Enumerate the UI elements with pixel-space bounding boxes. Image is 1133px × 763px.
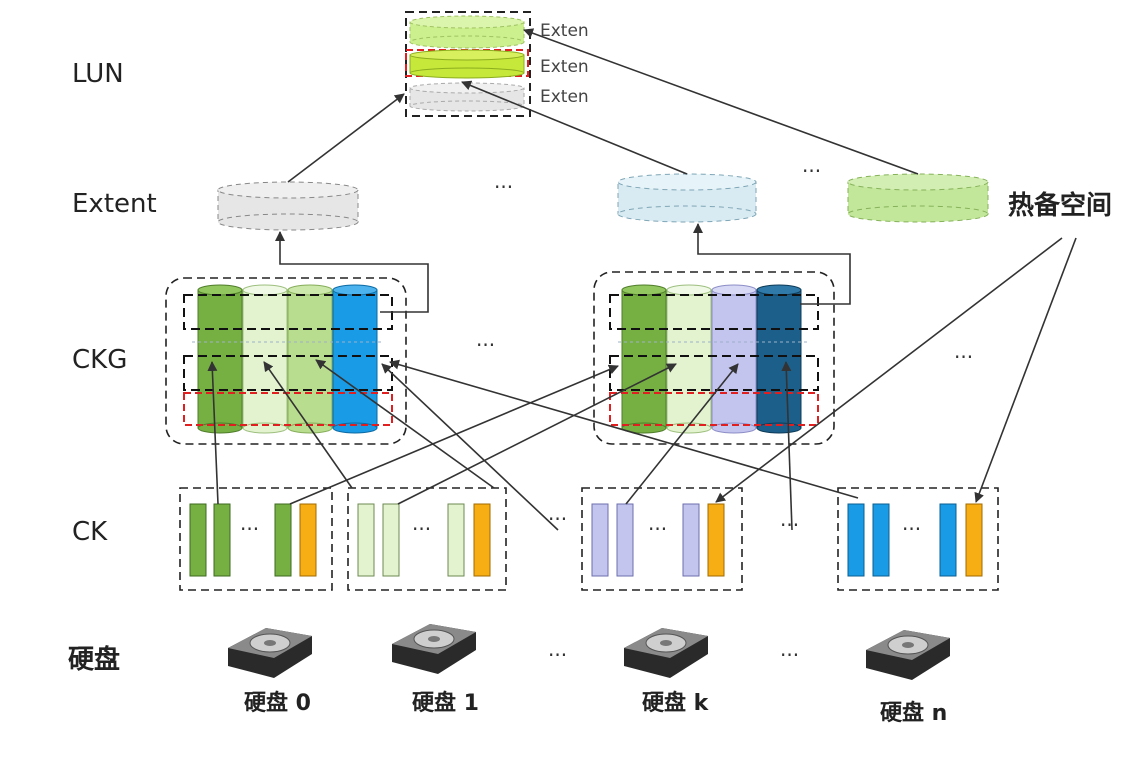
ck-block bbox=[382, 503, 400, 577]
disk-label-n: 硬盘 n bbox=[880, 700, 947, 726]
ck-group-4: ... bbox=[837, 487, 999, 591]
ck-block bbox=[591, 503, 609, 577]
ckg1-column-3 bbox=[287, 284, 333, 434]
row-label-disk: 硬盘 bbox=[68, 644, 120, 675]
ellipsis-disk-1: ... bbox=[548, 637, 567, 661]
disk-icon bbox=[866, 630, 950, 680]
ckg-group-1 bbox=[165, 277, 407, 445]
disk-icon bbox=[392, 624, 476, 674]
lun-extent-3 bbox=[409, 82, 525, 112]
mapping-arrows bbox=[207, 28, 1077, 531]
ckg-group-2 bbox=[593, 271, 835, 445]
ellipsis-ck-between-1: ... bbox=[548, 501, 567, 525]
ck-group-3: ... bbox=[581, 487, 743, 591]
extent-lightblue bbox=[617, 173, 757, 223]
ck-block bbox=[213, 503, 231, 577]
ellipsis-ck: ... bbox=[412, 511, 431, 535]
ck-block bbox=[616, 503, 634, 577]
ck-block bbox=[847, 503, 865, 577]
ck-block bbox=[682, 503, 700, 577]
ck-block-spare bbox=[473, 503, 491, 577]
ck-group-1: ... bbox=[179, 487, 333, 591]
ck-block bbox=[872, 503, 890, 577]
ellipsis-disk-2: ... bbox=[780, 637, 799, 661]
ck-block bbox=[447, 503, 465, 577]
ellipsis-ckg-1: ... bbox=[476, 327, 495, 351]
ckg2-column-2 bbox=[666, 284, 712, 434]
ellipsis-ck: ... bbox=[648, 511, 667, 535]
ck-group-2: ... bbox=[347, 487, 507, 591]
extent-hot-spare bbox=[847, 173, 989, 223]
disk-label-0: 硬盘 0 bbox=[244, 690, 311, 716]
row-label-ck: CK bbox=[72, 517, 108, 547]
ellipsis-ck-between-2: ... bbox=[780, 507, 799, 531]
disk-icon bbox=[228, 628, 312, 678]
hot-spare-label: 热备空间 bbox=[1008, 190, 1112, 221]
ckg2-column-4 bbox=[756, 284, 802, 434]
ck-block-spare bbox=[965, 503, 983, 577]
lun-extent-2 bbox=[405, 49, 529, 79]
ellipsis-ck: ... bbox=[240, 511, 259, 535]
disk-label-1: 硬盘 1 bbox=[412, 690, 479, 716]
ckg1-column-2 bbox=[242, 284, 288, 434]
ck-block-spare bbox=[707, 503, 725, 577]
ckg2-column-1 bbox=[621, 284, 667, 434]
ellipsis-extent-2: ... bbox=[802, 153, 821, 177]
ellipsis-ckg-2: ... bbox=[954, 339, 973, 363]
ck-block bbox=[189, 503, 207, 577]
disk-icon bbox=[624, 628, 708, 678]
lun-stack: Exten Exten Exten bbox=[405, 11, 589, 117]
ck-block bbox=[274, 503, 292, 577]
ellipsis-extent-1: ... bbox=[494, 169, 513, 193]
row-label-lun: LUN bbox=[72, 59, 124, 89]
ckg2-column-3 bbox=[711, 284, 757, 434]
lun-extent-label-1: Exten bbox=[540, 21, 589, 41]
ellipsis-ck: ... bbox=[902, 511, 921, 535]
disk-label-k: 硬盘 k bbox=[642, 690, 710, 716]
extent-gray bbox=[217, 181, 359, 231]
lun-extent-label-2: Exten bbox=[540, 57, 589, 77]
lun-extent-label-3: Exten bbox=[540, 87, 589, 107]
row-label-ckg: CKG bbox=[72, 345, 127, 375]
ckg1-column-4 bbox=[332, 284, 378, 434]
ck-block-spare bbox=[299, 503, 317, 577]
ck-block bbox=[939, 503, 957, 577]
row-label-extent: Extent bbox=[72, 189, 157, 219]
ckg1-column-1 bbox=[197, 284, 243, 434]
lun-extent-1 bbox=[409, 15, 525, 49]
ck-block bbox=[357, 503, 375, 577]
